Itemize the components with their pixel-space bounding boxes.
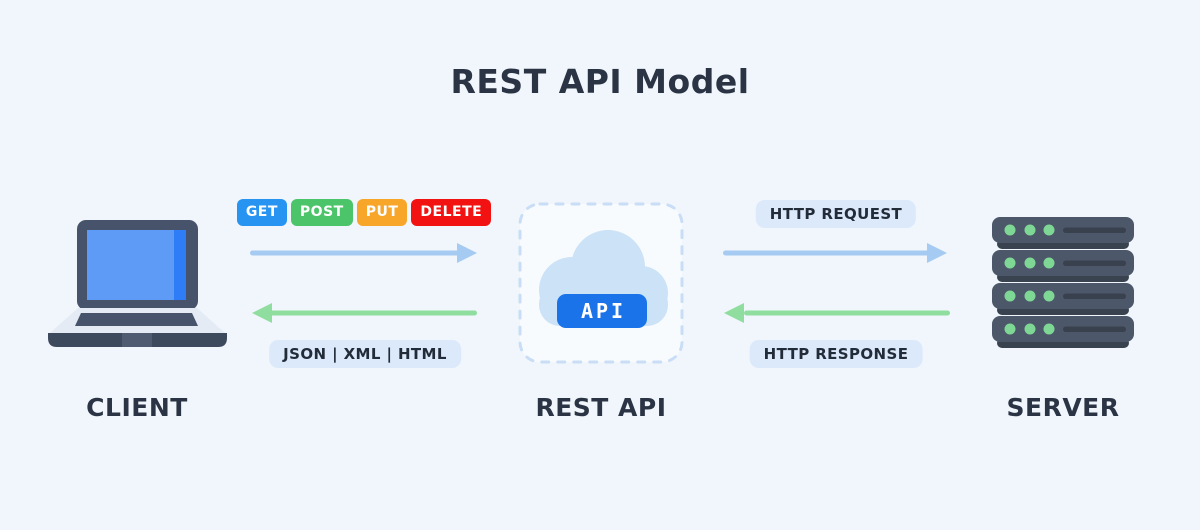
server-rack-icon [992, 217, 1134, 348]
laptop-icon [48, 220, 227, 347]
api-badge: API [557, 294, 647, 328]
method-badge-get: GET [236, 199, 287, 226]
server-unit [992, 316, 1134, 348]
server-unit [992, 250, 1134, 282]
method-badge-delete: DELETE [411, 199, 492, 226]
response-arrow-server-to-api [724, 303, 950, 323]
page-title: REST API Model [450, 62, 750, 101]
response-arrow-api-to-client [252, 303, 477, 323]
rest-api-label: REST API [535, 393, 667, 422]
client-label: CLIENT [86, 393, 188, 422]
response-formats-pill: JSON | XML | HTML [269, 340, 461, 368]
method-badge-put: PUT [356, 199, 408, 226]
method-badge-post: POST [290, 199, 353, 226]
server-unit [992, 217, 1134, 249]
request-arrow-client-to-api [250, 243, 477, 263]
http-request-pill: HTTP REQUEST [755, 200, 917, 228]
http-response-pill: HTTP RESPONSE [749, 340, 923, 368]
server-unit [992, 283, 1134, 315]
request-arrow-api-to-server [723, 243, 947, 263]
server-label: SERVER [1006, 393, 1120, 422]
